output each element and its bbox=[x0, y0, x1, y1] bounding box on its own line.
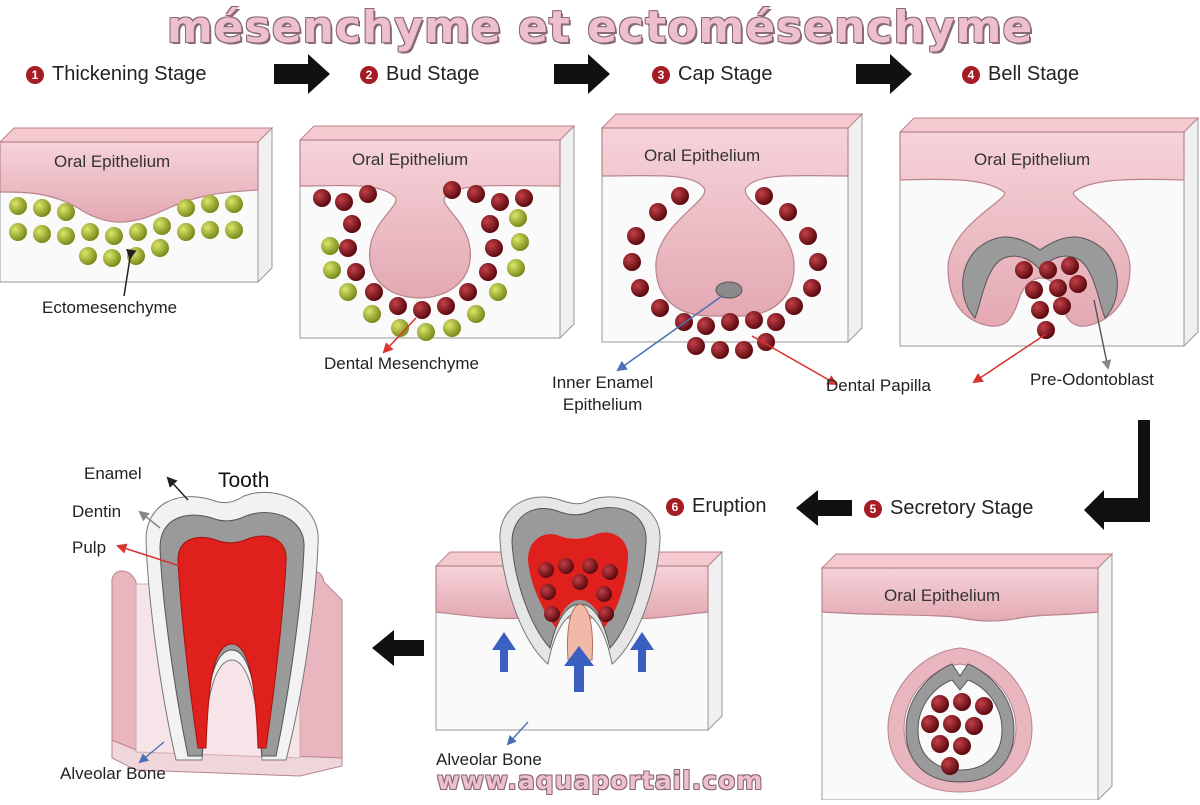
eruption-pulp-cells bbox=[538, 558, 618, 622]
stage-label: Bud Stage bbox=[386, 63, 480, 85]
label-oral-epithelium-1: Oral Epithelium bbox=[54, 152, 171, 171]
ectomesenchyme-cells bbox=[9, 195, 243, 267]
stage-number-badge: 1 bbox=[26, 65, 44, 84]
label-oral-epithelium-3: Oral Epithelium bbox=[644, 146, 761, 165]
arrow-bell-to-secretory bbox=[1084, 420, 1150, 530]
stage-eruption: 6 Eruption bbox=[666, 495, 767, 518]
label-dental-mesenchyme: Dental Mesenchyme bbox=[324, 354, 479, 373]
arrow-secretory-to-eruption bbox=[796, 490, 852, 526]
label-alveolar-bone-1: Alveolar Bone bbox=[60, 764, 166, 783]
cap-mesenchyme-cells bbox=[623, 187, 827, 359]
arrow-eruption-to-tooth bbox=[372, 630, 424, 666]
stage-number-badge: 2 bbox=[360, 65, 378, 84]
panel-bell-stage bbox=[898, 116, 1200, 384]
arrow-thickening-to-bud bbox=[274, 54, 330, 94]
stage-label: Thickening Stage bbox=[52, 63, 207, 85]
label-dentin: Dentin bbox=[72, 502, 122, 521]
label-inner-enamel-epithelium: Inner Enamel Epithelium bbox=[552, 372, 653, 416]
stage-number-badge: 4 bbox=[962, 65, 980, 84]
page-title: mésenchyme et ectomésenchyme bbox=[166, 2, 1034, 53]
stage-label: Bell Stage bbox=[988, 63, 1080, 85]
stage-label: Secretory Stage bbox=[890, 497, 1034, 519]
panel-bud-stage bbox=[298, 124, 576, 354]
panel-secretory-stage bbox=[820, 552, 1114, 802]
flow-arrows bbox=[274, 54, 1150, 666]
stage-thickening: 1 Thickening Stage bbox=[26, 63, 207, 86]
label-inner-enamel-line1: Inner Enamel bbox=[552, 373, 654, 392]
label-oral-epithelium-4: Oral Epithelium bbox=[974, 150, 1091, 169]
stage-number-badge: 3 bbox=[652, 65, 670, 84]
eruption-force-arrows bbox=[492, 632, 654, 692]
oral-epithelium-layer bbox=[0, 141, 259, 223]
stage-label: Cap Stage bbox=[678, 63, 773, 85]
label-oral-epithelium-5: Oral Epithelium bbox=[884, 586, 1001, 605]
panel-eruption-stage bbox=[434, 496, 724, 746]
stage-secretory: 5 Secretory Stage bbox=[864, 497, 1033, 520]
label-tooth: Tooth bbox=[218, 469, 270, 492]
label-enamel: Enamel bbox=[84, 464, 142, 483]
dental-mesenchyme-cells bbox=[313, 181, 533, 319]
label-pre-odontoblast: Pre-Odontoblast bbox=[1030, 370, 1154, 389]
panel-cap-stage bbox=[600, 112, 864, 386]
panel-thickening-stage bbox=[0, 126, 274, 297]
label-oral-epithelium-2: Oral Epithelium bbox=[352, 150, 469, 169]
bud-ectomesenchyme-cells bbox=[321, 209, 529, 341]
label-dental-papilla: Dental Papilla bbox=[826, 376, 931, 395]
arrow-cap-to-bell bbox=[856, 54, 912, 94]
label-pulp: Pulp bbox=[72, 538, 107, 557]
label-alveolar-bone-2: Alveolar Bone bbox=[436, 750, 542, 769]
stage-bell: 4 Bell Stage bbox=[962, 63, 1079, 86]
label-inner-enamel-line2: Epithelium bbox=[562, 395, 643, 414]
arrow-bud-to-cap bbox=[554, 54, 610, 94]
panel-mature-tooth bbox=[111, 476, 343, 777]
site-credit: www.aquaportail.com bbox=[436, 766, 764, 795]
secretory-papilla-cells bbox=[921, 693, 993, 775]
label-ectomesenchyme: Ectomesenchyme bbox=[42, 298, 178, 317]
bell-papilla-cells bbox=[1015, 257, 1087, 339]
stage-number-badge: 5 bbox=[864, 499, 882, 518]
stage-bud: 2 Bud Stage bbox=[360, 63, 479, 86]
stage-cap: 3 Cap Stage bbox=[652, 63, 773, 86]
stage-number-badge: 6 bbox=[666, 497, 684, 516]
stage-label: Eruption bbox=[692, 495, 767, 517]
